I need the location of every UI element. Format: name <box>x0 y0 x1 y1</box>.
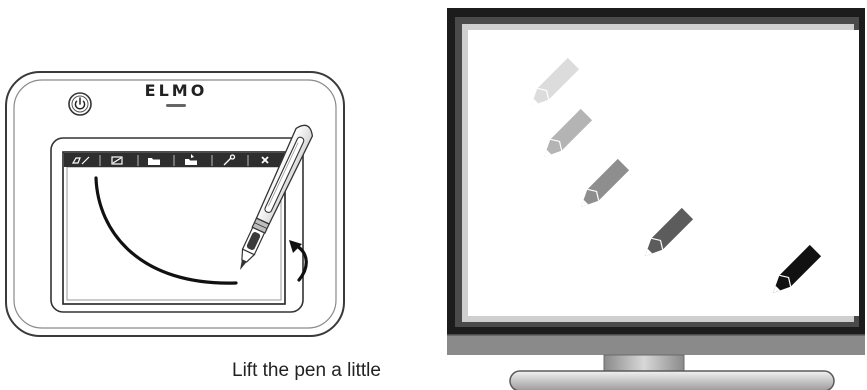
caption-text: Lift the pen a little <box>232 360 381 382</box>
power-button[interactable] <box>69 93 91 115</box>
tablet: ELMO <box>6 72 344 336</box>
monitor-stand-neck <box>604 355 684 371</box>
monitor <box>447 8 865 390</box>
monitor-bottom-strip <box>447 335 865 355</box>
status-indicator <box>166 104 186 107</box>
tablet-toolbar <box>64 153 284 167</box>
monitor-stand-base <box>510 371 834 390</box>
screen-area <box>63 152 285 304</box>
brand-logo: ELMO <box>145 81 208 100</box>
